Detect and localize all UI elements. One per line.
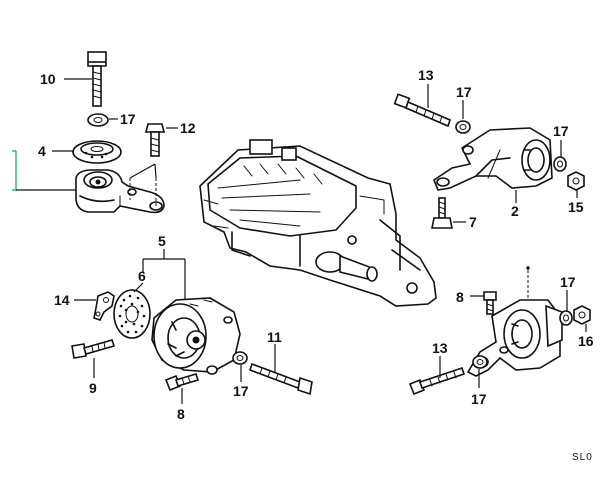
bolt-11 [248, 362, 313, 396]
callout-8b: 8 [456, 289, 464, 305]
mount-1 [75, 169, 165, 214]
callout-12: 12 [180, 120, 196, 136]
bolt-10 [87, 51, 107, 107]
callout-8a: 8 [177, 406, 185, 422]
callout-4: 4 [38, 143, 46, 159]
callout-13a: 13 [418, 67, 434, 83]
bolt-13-b [408, 366, 466, 396]
callout-5: 5 [158, 233, 166, 249]
callout-15: 15 [568, 199, 584, 215]
bolt-13-a [393, 93, 451, 128]
bracket-14 [93, 291, 115, 321]
bolt-7 [431, 197, 453, 229]
washer-4 [72, 140, 122, 164]
nut-17-f [472, 355, 488, 369]
callout-2: 2 [511, 203, 519, 219]
nut-16 [573, 305, 591, 325]
nut-17-a [87, 113, 109, 127]
diagram-code: SL0 [572, 452, 593, 463]
mount-2 [433, 127, 553, 191]
nut-15 [567, 171, 585, 191]
callout-16: 16 [578, 333, 594, 349]
disc-6 [113, 289, 151, 339]
bolt-8-a [164, 373, 200, 392]
bolt-9 [71, 339, 116, 359]
bolt-12 [144, 123, 166, 157]
callout-11: 11 [267, 329, 282, 345]
callout-17f: 17 [471, 391, 487, 407]
callout-17e: 17 [560, 274, 576, 290]
callout-14: 14 [54, 292, 70, 308]
bracket-5 [142, 258, 186, 300]
nut-17-d [232, 351, 248, 365]
leader-6 [133, 282, 144, 293]
engine-block [199, 139, 437, 307]
callout-17b: 17 [456, 84, 472, 100]
callout-6: 6 [138, 268, 146, 284]
callout-17c: 17 [553, 123, 569, 139]
mount-5 [151, 297, 241, 375]
callout-7: 7 [469, 214, 477, 230]
callout-10: 10 [40, 71, 56, 87]
nut-17-e [559, 310, 573, 326]
callout-13b: 13 [432, 340, 448, 356]
callout-9: 9 [89, 380, 97, 396]
bolt-8-b [483, 291, 497, 315]
mount-3 [466, 299, 563, 377]
callout-17a: 17 [120, 111, 136, 127]
nut-17-c [553, 156, 567, 172]
callout-17d: 17 [233, 383, 249, 399]
nut-17-b [455, 120, 471, 134]
